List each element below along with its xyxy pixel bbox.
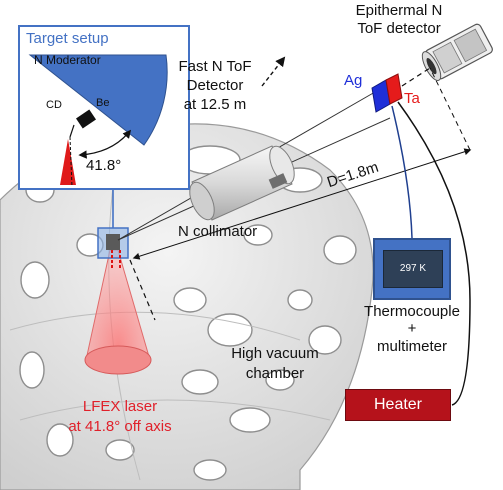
thermocouple-line-1: Thermocouple xyxy=(364,303,460,320)
cd-label: CD xyxy=(46,99,62,111)
fast-tof-detector-label: Fast N ToF Detector at 12.5 m xyxy=(160,58,270,114)
lfex-laser-line-1: LFEX laser xyxy=(82,398,158,415)
lfex-laser-label: LFEX laser at 41.8° off axis xyxy=(30,397,210,436)
epithermal-detector-label: Epithermal N ToF detector xyxy=(332,2,466,38)
multimeter-display: 297 K xyxy=(383,250,443,288)
vacuum-chamber-line-2: chamber xyxy=(245,364,305,382)
thermocouple-line-2: multimeter xyxy=(376,337,447,355)
heater-box: Heater xyxy=(345,389,451,421)
epithermal-axis xyxy=(401,67,431,87)
angle-label: 41.8° xyxy=(86,157,122,174)
fast-tof-line-3: at 12.5 m xyxy=(183,95,247,113)
thermocouple-wire xyxy=(391,105,413,239)
lfex-laser-line-2: at 41.8° off axis xyxy=(68,417,172,435)
inset-title: Target setup xyxy=(26,30,109,47)
vacuum-chamber-label: High vacuum chamber xyxy=(215,344,335,383)
fast-tof-line-1: Fast N ToF xyxy=(178,58,252,75)
distance-extension-top xyxy=(429,67,471,151)
epithermal-line-1: Epithermal N xyxy=(355,2,443,19)
heater-wire xyxy=(397,101,471,406)
target-box xyxy=(97,227,129,268)
inset-drawing xyxy=(28,54,168,188)
epithermal-detector-body xyxy=(421,23,493,81)
ta-foil xyxy=(385,73,403,105)
n-moderator-label: N Moderator xyxy=(34,53,101,67)
vacuum-chamber-line-1: High vacuum xyxy=(231,345,319,362)
n-collimator-label: N collimator xyxy=(178,223,258,240)
ag-label: Ag xyxy=(344,72,363,89)
be-label: Be xyxy=(96,97,110,109)
multimeter: 297 K xyxy=(373,238,451,300)
thermocouple-plus: + xyxy=(407,320,417,338)
laser-beam xyxy=(84,249,152,375)
distance-extension-bottom xyxy=(129,259,156,321)
fast-tof-line-2: Detector xyxy=(186,76,244,94)
thermocouple-label: Thermocouple + multimeter xyxy=(348,303,476,355)
epithermal-line-2: ToF detector xyxy=(357,20,441,37)
distance-dimension-line xyxy=(132,148,472,260)
ta-label: Ta xyxy=(404,90,420,107)
target-setup-inset: Target setup N Moderator CD Be 41.8° xyxy=(18,25,190,190)
fast-tof-direction-arrow xyxy=(261,56,286,87)
